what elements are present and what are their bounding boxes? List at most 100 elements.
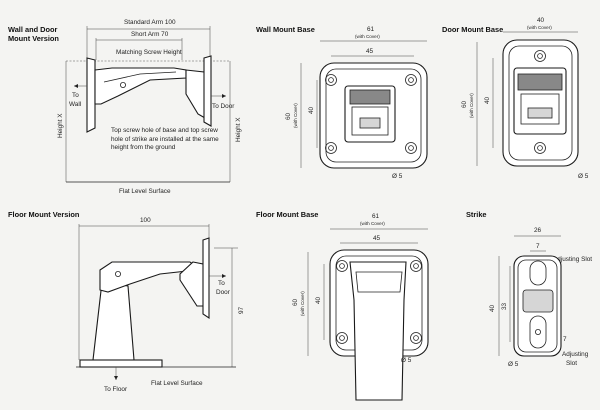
floor-base-hole-br bbox=[410, 332, 422, 344]
wall-base-hole-br bbox=[405, 142, 417, 154]
floor-base-pedestal-top bbox=[355, 271, 403, 293]
floor-base-height-with-cover: (with Cover) bbox=[300, 291, 305, 316]
floor-base-hole-tr bbox=[410, 260, 422, 272]
floor-to-door-arrowhead bbox=[222, 274, 226, 278]
wall-door-mount-version: Wall and Door Mount Version Standard Arm… bbox=[8, 19, 242, 195]
wall-base-width-cover: 61 bbox=[367, 26, 375, 33]
short-arm-label: Short Arm 70 bbox=[131, 31, 169, 38]
wall-base-catch-slot bbox=[349, 89, 391, 105]
wall-door-title-1: Wall and Door bbox=[8, 25, 58, 34]
strike-top-slot bbox=[529, 260, 547, 286]
strike-adjusting-slot-bottom-2: Slot bbox=[566, 360, 577, 367]
floor-base-hole-bl bbox=[336, 332, 348, 344]
strike-adjusting-slot-top: Adjusting Slot bbox=[553, 256, 592, 263]
door-strike-plate bbox=[203, 55, 212, 127]
strike-width: 26 bbox=[534, 227, 542, 234]
floor-to-door-label-1: To bbox=[218, 280, 225, 287]
floor-arm-pivot bbox=[115, 270, 122, 277]
door-base-hole-bottom-inner bbox=[537, 145, 543, 151]
strike-inner: 33 bbox=[501, 302, 508, 310]
strike-slot: 7 bbox=[536, 243, 540, 250]
height-x-left-label: Height X bbox=[57, 113, 64, 138]
door-base-hole-top-inner bbox=[537, 53, 543, 59]
floor-version-title: Floor Mount Version bbox=[8, 210, 80, 219]
floor-version-width: 100 bbox=[140, 217, 151, 224]
wall-base-hole-tl-inner bbox=[328, 77, 334, 83]
to-floor-label: To Floor bbox=[104, 386, 128, 393]
wall-base-hole-tr-inner bbox=[408, 77, 414, 83]
wall-base-hole-bl-inner bbox=[328, 145, 334, 151]
to-door-label: To Door bbox=[212, 103, 235, 110]
strike-plate-inner bbox=[517, 259, 558, 353]
door-base-hole-label: Ø 5 bbox=[578, 173, 589, 180]
door-arm bbox=[94, 67, 187, 105]
wall-base-hole-bl bbox=[325, 142, 337, 154]
door-base-hole-bottom bbox=[534, 142, 546, 154]
strike-view: Strike 26 7 Adjusting Slot 40 33 7 Adjus… bbox=[466, 210, 592, 368]
wall-mount-base: Wall Mount Base 61 (with Cover) 45 60 (w… bbox=[256, 25, 428, 180]
to-wall-label-1: To bbox=[72, 92, 79, 99]
arm-pivot-screw bbox=[120, 82, 127, 89]
wall-base-plate bbox=[325, 68, 422, 163]
to-door-arrowhead bbox=[222, 94, 226, 98]
floor-base-with-cover: (with Cover) bbox=[360, 221, 385, 226]
door-base-height-cover: 60 bbox=[461, 100, 468, 108]
wall-base-hole-tr bbox=[405, 74, 417, 86]
floor-base-hole-bl-inner bbox=[339, 335, 345, 341]
floor-base-width-cover: 61 bbox=[372, 213, 380, 220]
floor-base-hole-label: Ø 5 bbox=[401, 357, 412, 364]
door-base-catch-latch bbox=[527, 107, 553, 119]
strike-adjusting-slot-bottom-1: Adjusting bbox=[562, 351, 589, 358]
wall-mount-plate bbox=[86, 57, 96, 133]
wall-base-title: Wall Mount Base bbox=[256, 25, 315, 34]
wall-base-with-cover: (with Cover) bbox=[355, 34, 380, 39]
standard-arm-label: Standard Arm 100 bbox=[124, 19, 176, 26]
flat-surface-label: Flat Level Surface bbox=[119, 188, 171, 195]
strike-title: Strike bbox=[466, 210, 487, 219]
strike-hole-label: Ø 5 bbox=[508, 361, 519, 368]
wall-base-height-cover: 60 bbox=[285, 112, 292, 120]
floor-pedestal bbox=[92, 281, 135, 361]
height-x-right-label: Height X bbox=[235, 117, 242, 142]
strike-bottom-hole bbox=[535, 328, 542, 335]
floor-base-pedestal bbox=[349, 261, 407, 401]
to-wall-label-2: Wall bbox=[69, 101, 81, 108]
floor-base-hole-br-inner bbox=[413, 335, 419, 341]
installation-note: Top screw hole of base and top screw hol… bbox=[111, 127, 219, 152]
wall-base-catch-body bbox=[351, 106, 389, 136]
floor-base-hole-tr-inner bbox=[413, 263, 419, 269]
arm-detail-line bbox=[103, 71, 177, 83]
floor-mount-version: Floor Mount Version 100 To Door 97 To Fl… bbox=[8, 210, 245, 393]
door-base-width-cover: 40 bbox=[537, 17, 545, 24]
wall-door-title-2: Mount Version bbox=[8, 34, 59, 43]
wall-base-catch-latch bbox=[359, 117, 381, 129]
matching-screw-height-label: Matching Screw Height bbox=[116, 49, 182, 56]
floor-base-height: 40 bbox=[315, 296, 322, 304]
floor-mount-base: Floor Mount Base 61 (with Cover) 45 60 (… bbox=[256, 210, 429, 401]
floor-door-plate bbox=[202, 237, 210, 320]
wall-base-hole-tl bbox=[325, 74, 337, 86]
door-base-plate bbox=[508, 45, 573, 161]
door-base-catch-body bbox=[520, 93, 560, 125]
door-mount-base: Door Mount Base 40 (with Cover) 60 (with… bbox=[442, 17, 589, 180]
door-base-hole-top bbox=[534, 50, 546, 62]
strike-height: 40 bbox=[489, 304, 496, 312]
floor-pedestal-base bbox=[79, 359, 163, 368]
floor-base-width: 45 bbox=[373, 235, 381, 242]
floor-to-door-label-2: Door bbox=[216, 289, 231, 296]
door-base-title: Door Mount Base bbox=[442, 25, 503, 34]
wall-base-hole-br-inner bbox=[408, 145, 414, 151]
strike-bottom-slot bbox=[529, 315, 547, 349]
door-base-with-cover: (with Cover) bbox=[527, 25, 552, 30]
floor-base-height-cover: 60 bbox=[292, 298, 299, 306]
floor-arm bbox=[99, 261, 197, 293]
to-floor-arrowhead bbox=[114, 376, 118, 380]
wall-base-hole-label: Ø 5 bbox=[392, 173, 403, 180]
wall-base-width: 45 bbox=[366, 48, 374, 55]
wall-base-height-with-cover: (with Cover) bbox=[293, 103, 298, 128]
to-wall-arrowhead bbox=[74, 84, 78, 88]
floor-base-hole-tl bbox=[336, 260, 348, 272]
door-base-height-with-cover: (with Cover) bbox=[469, 93, 474, 118]
